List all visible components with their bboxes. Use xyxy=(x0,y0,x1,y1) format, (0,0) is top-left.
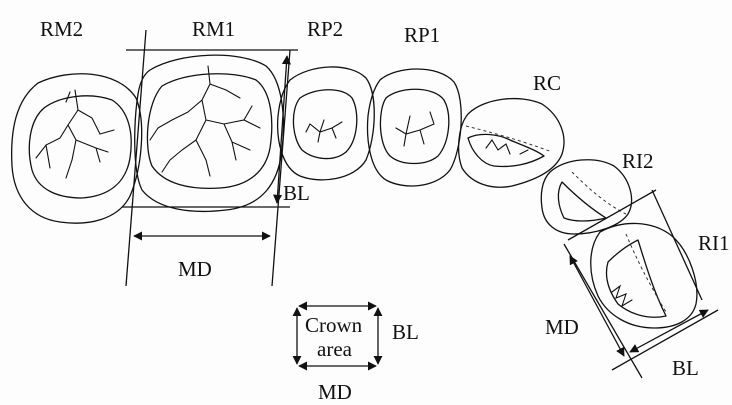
legend-crown: Crown xyxy=(305,313,363,337)
legend-md: MD xyxy=(318,380,352,404)
legend-area: area xyxy=(317,337,353,361)
label-rp2: RP2 xyxy=(307,17,343,41)
label-rc: RC xyxy=(533,71,561,95)
label-rp1: RP1 xyxy=(404,23,440,47)
tooth-rm1 xyxy=(135,55,284,211)
label-bl-upper: BL xyxy=(283,181,310,205)
label-rm2: RM2 xyxy=(40,17,83,41)
tooth-ri1 xyxy=(591,223,697,328)
tooth-rm2 xyxy=(12,74,142,223)
label-ri1: RI1 xyxy=(698,231,730,255)
label-md-lower: MD xyxy=(545,315,579,339)
label-ri2: RI2 xyxy=(622,149,654,173)
label-md-upper: MD xyxy=(178,257,212,281)
label-bl-lower: BL xyxy=(672,356,699,380)
legend-bl: BL xyxy=(392,320,419,344)
ri1-measurement-lines xyxy=(564,190,718,378)
tooth-rp2 xyxy=(278,67,375,180)
tooth-ri2 xyxy=(541,160,631,234)
rm1-measurement-lines xyxy=(122,30,298,286)
tooth-rp1 xyxy=(368,69,462,186)
label-rm1: RM1 xyxy=(192,17,235,41)
